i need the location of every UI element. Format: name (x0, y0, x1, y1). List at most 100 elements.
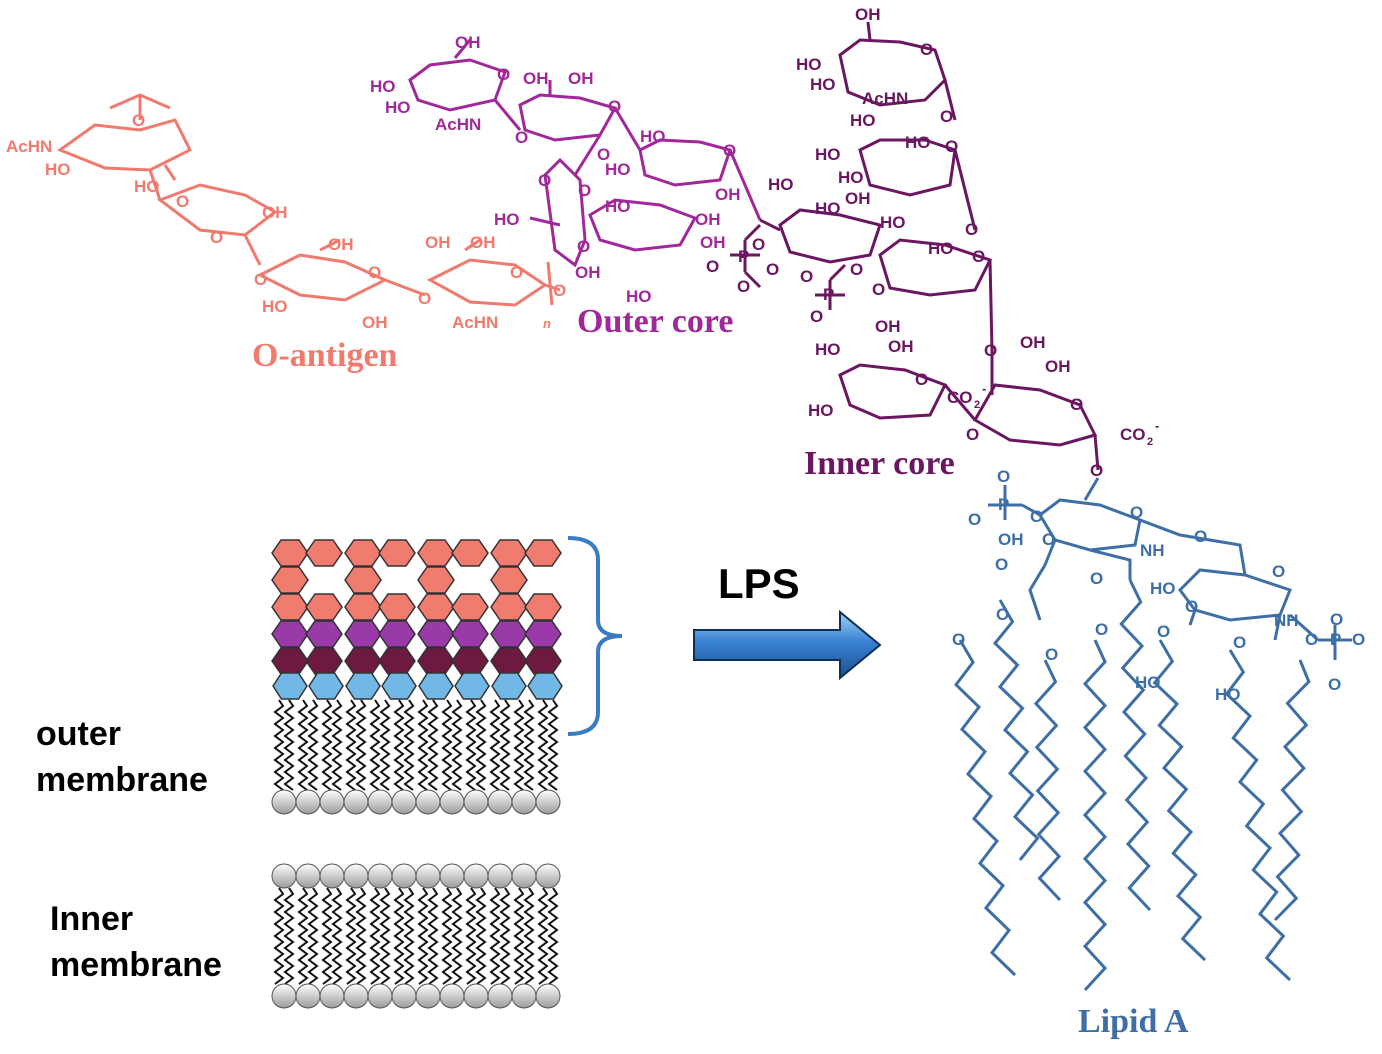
oh-label: OH (262, 203, 288, 222)
oh-label: OH (1045, 357, 1071, 376)
lipid-a-hexagon (308, 672, 344, 700)
lipid-headgroup (319, 983, 345, 1009)
ho-label: HO (626, 287, 652, 306)
lps-hexagon (490, 620, 528, 648)
lipid-tail (417, 887, 429, 985)
p-label: P (738, 247, 749, 266)
ho-label: HO (605, 160, 631, 179)
lipid-tail (321, 887, 333, 985)
o-label: O (945, 137, 958, 156)
lipid-tail (403, 887, 415, 985)
lipid-tail (355, 699, 367, 791)
lipid-headgroup (271, 789, 297, 815)
outer-core-atoms: OH HO HO AcHN O OH OH O O HO O HO O O O … (370, 33, 741, 306)
lps-hexagon (344, 539, 382, 567)
o-label: O (766, 260, 779, 279)
o-minus-label: O (706, 257, 719, 276)
inner-membrane-label-line2: membrane (50, 946, 222, 984)
o-label: O (1070, 395, 1083, 414)
o-antigen-atoms: AcHN HO O HO O OH O O OH O HO OH O OH OH… (6, 111, 566, 332)
lipid-headgroup (463, 983, 489, 1009)
lipid-tail (489, 699, 501, 791)
lps-hexagon (417, 593, 455, 621)
lipid-tail (451, 887, 463, 985)
lps-hexagon (490, 566, 528, 594)
oh-label: OH (855, 5, 881, 24)
co2-label: CO (1120, 425, 1146, 444)
lipid-headgroup (463, 789, 489, 815)
lipid-tail (403, 699, 415, 791)
lipid-tail (273, 699, 285, 791)
o-label: O (1233, 633, 1246, 652)
ho-label: HO (928, 239, 954, 258)
lipid-a-hexagon (491, 672, 527, 700)
lps-hexagon (524, 647, 562, 675)
achn-label: AcHN (862, 89, 908, 108)
ho-label: HO (810, 75, 836, 94)
o-label: O (996, 605, 1009, 624)
lps-hexagon (271, 620, 309, 648)
inner-membrane-bilayer (271, 863, 561, 1009)
o-label: O (578, 181, 591, 200)
lipid-headgroup (367, 789, 393, 815)
lps-label: LPS (718, 560, 800, 607)
lps-hexagon (378, 593, 416, 621)
ho-label: HO (815, 199, 841, 218)
n-subscript: n (543, 316, 551, 331)
lipid-headgroup (487, 863, 513, 889)
co2-sub: 2 (974, 399, 980, 411)
nh-label: NH (1274, 611, 1299, 630)
o-label: O (553, 281, 566, 300)
oh-label: OH (1020, 333, 1046, 352)
lipid-tail (273, 887, 285, 985)
o-minus-label: O (968, 510, 981, 529)
lipid-headgroup (487, 789, 513, 815)
o-label: O (1185, 597, 1198, 616)
ho-label: HO (808, 401, 834, 420)
o-label: O (995, 555, 1008, 574)
o-label: O (952, 630, 965, 649)
ho-label: HO (880, 213, 906, 232)
lps-hexagon (417, 647, 455, 675)
p-label: P (823, 285, 834, 304)
o-label: O (1090, 569, 1103, 588)
lipid-tail (523, 699, 535, 791)
lipid-tail (499, 887, 511, 985)
o-label: O (1042, 530, 1055, 549)
oh-label: OH (425, 233, 451, 252)
o-label: O (368, 263, 381, 282)
nh-label: NH (1140, 541, 1165, 560)
charge-minus: - (1155, 418, 1159, 433)
lipid-tail (523, 887, 535, 985)
o-label: O (1194, 527, 1207, 546)
o-label: O (132, 111, 145, 130)
o-label: O (1045, 645, 1058, 664)
ho-label: HO (494, 210, 520, 229)
co2-label: CO (947, 388, 973, 407)
lipid-headgroup (415, 789, 441, 815)
o-minus-label: O (1330, 610, 1343, 629)
lps-hexagon-stack (271, 539, 563, 700)
acyl-chain (1082, 639, 1108, 992)
o-label: O (515, 128, 528, 147)
lipid-tail (489, 887, 501, 985)
lipid-tail (417, 699, 429, 791)
charge-minus: - (982, 381, 986, 396)
lipid-a-atoms: O O P O OH O O O NH O O O HO O O NH O O … (952, 467, 1365, 704)
o-label: O (850, 260, 863, 279)
lipid-tail (297, 699, 309, 791)
lipid-a-hexagon (418, 672, 454, 700)
lps-hexagon (490, 593, 528, 621)
inner-core-atoms: OH O HO HO AcHN O HO HO O HO HO HO OH HO… (706, 5, 1159, 480)
lipid-a-hexagon (381, 672, 417, 700)
o-label: O (497, 65, 510, 84)
oh-label: OH (845, 189, 871, 208)
outer-core-structure (408, 39, 762, 268)
lps-hexagon (451, 593, 489, 621)
oh-label: OH (715, 185, 741, 204)
lps-arrow (693, 609, 882, 681)
o-label: O (915, 370, 928, 389)
lipid-headgroup (343, 789, 369, 815)
ho-label: HO (768, 175, 794, 194)
